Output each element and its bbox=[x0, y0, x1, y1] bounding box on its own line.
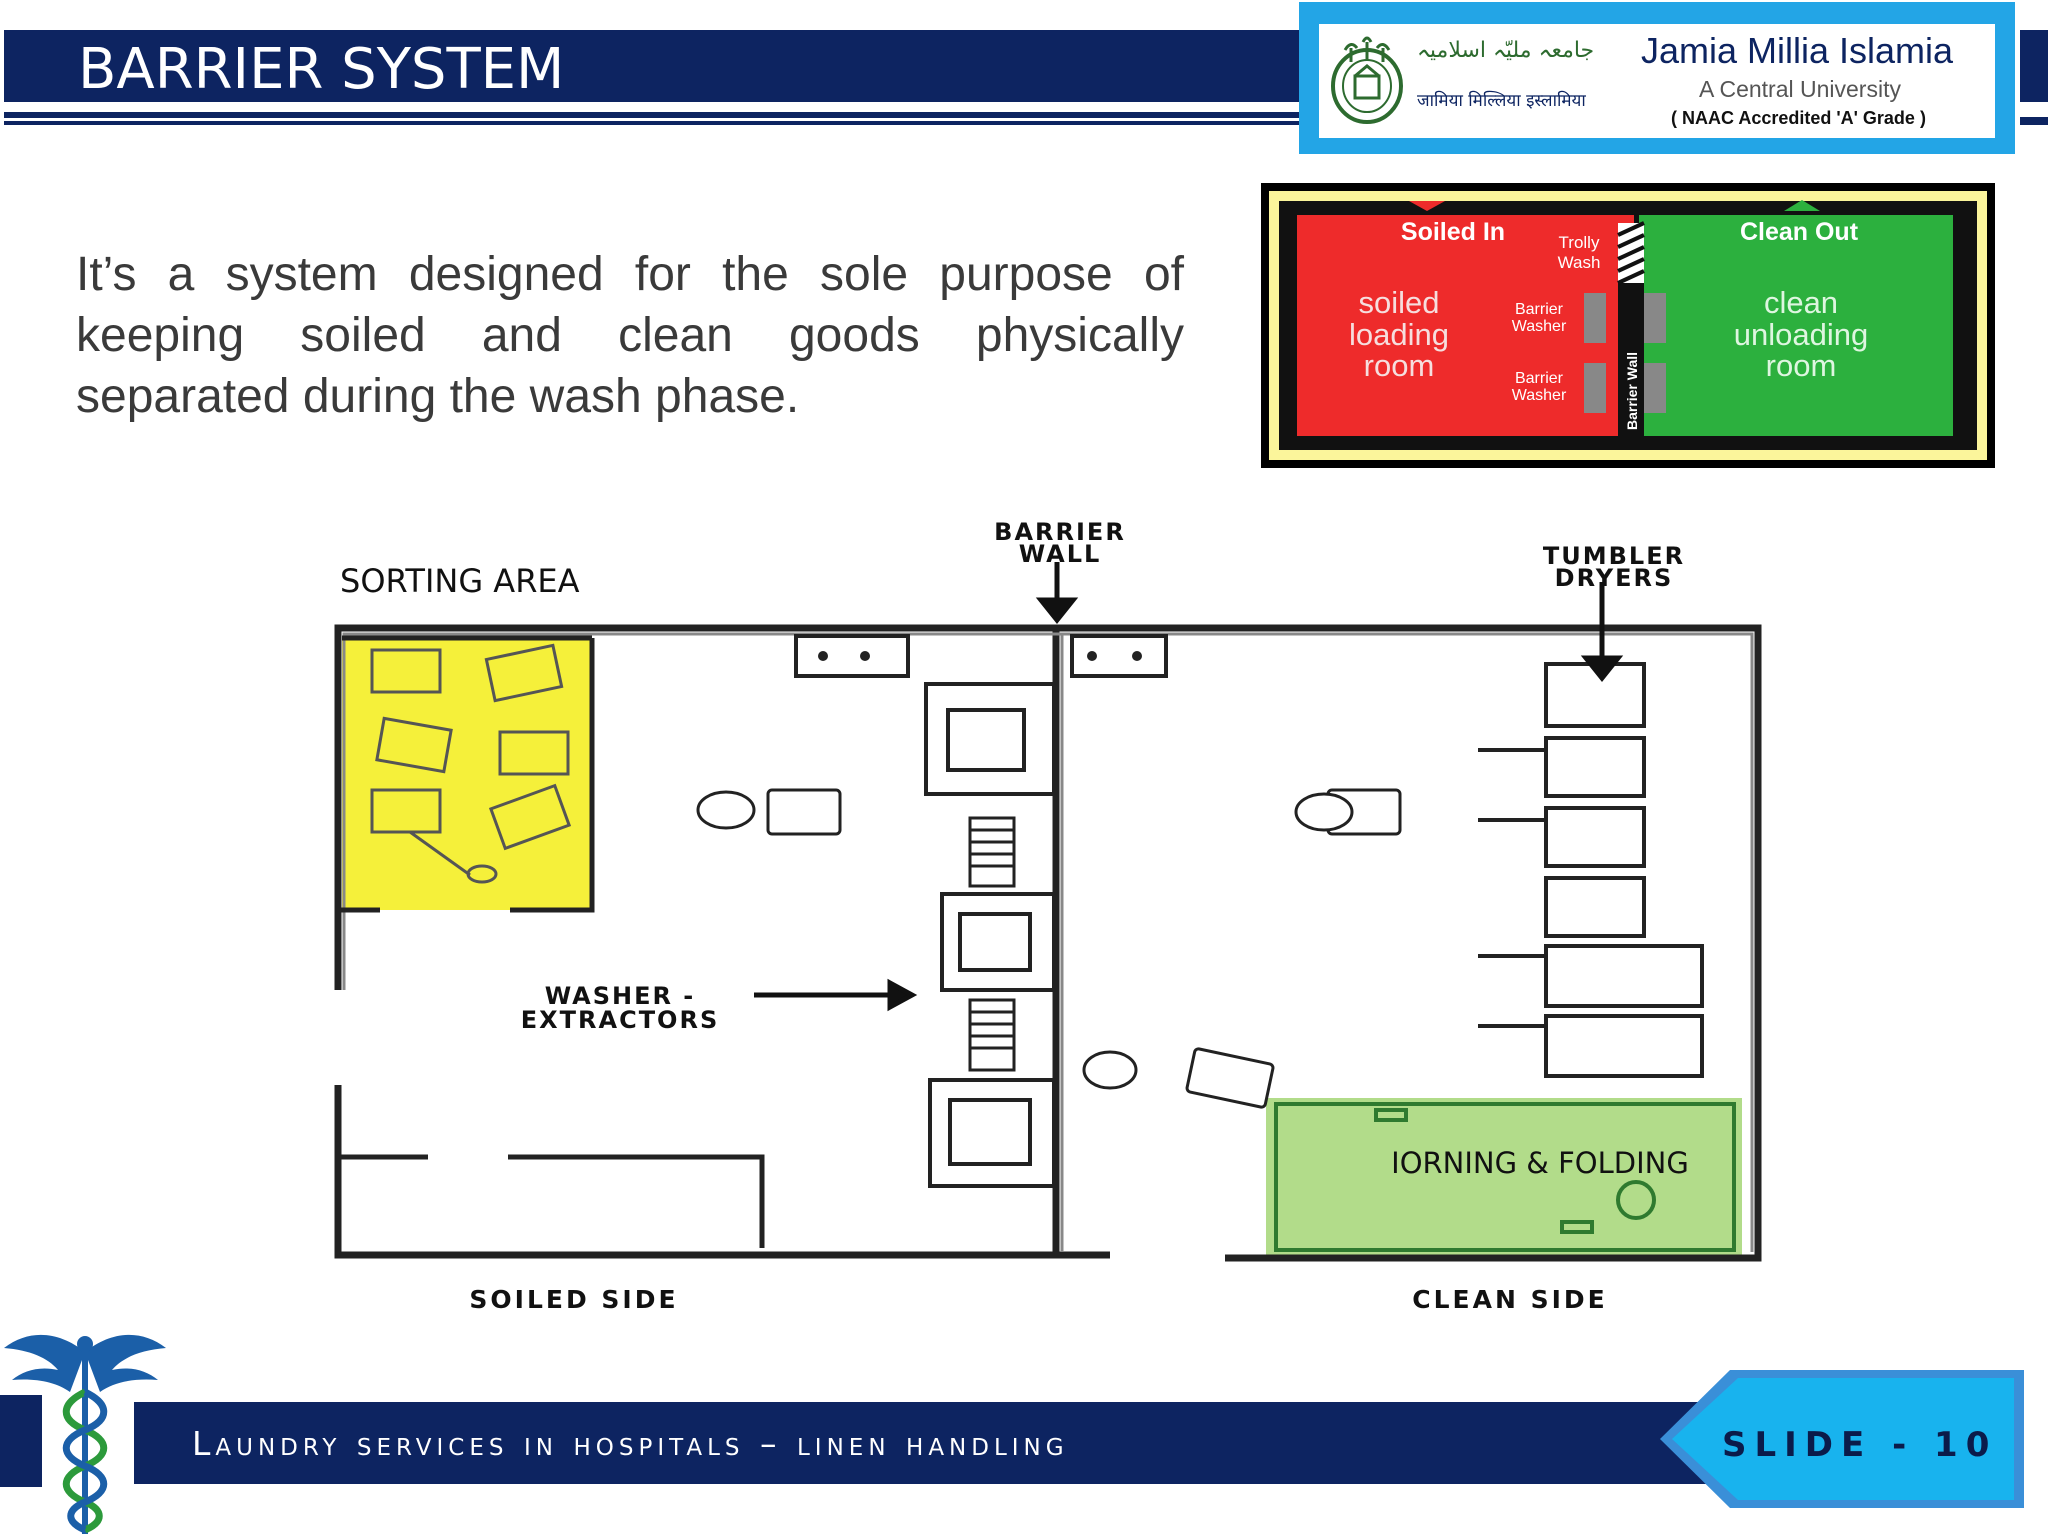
washer-extractors-label-2: EXTRACTORS bbox=[521, 1006, 719, 1034]
footer-left-bar bbox=[0, 1395, 42, 1487]
clean-room-line-1: clean bbox=[1764, 285, 1838, 320]
barrier-washer-1-line-2: Washer bbox=[1512, 318, 1567, 335]
ironing-folding-zone bbox=[1266, 1098, 1742, 1260]
title-bar bbox=[4, 30, 1299, 102]
title-rule-right bbox=[2020, 117, 2048, 125]
soiled-side-label: SOILED SIDE bbox=[469, 1285, 678, 1314]
tumbler-dryers-label-2: DRYERS bbox=[1555, 564, 1674, 592]
logo-university-name: Jamia Millia Islamia bbox=[1641, 30, 1954, 71]
ironing-folding-label: IORNING & FOLDING bbox=[1391, 1146, 1689, 1180]
slide-number: SLIDE - 10 bbox=[1722, 1425, 1998, 1465]
barrier-mini-diagram: Soiled In Clean Out soiled loading room … bbox=[1261, 183, 1995, 468]
trolly-wash-line-1: Trolly bbox=[1559, 233, 1600, 252]
barrier-washer-1-line-1: Barrier bbox=[1515, 301, 1564, 318]
university-seal-icon bbox=[1331, 36, 1403, 124]
sorting-area-label: SORTING AREA bbox=[340, 562, 580, 600]
barrier-washer-2-line-1: Barrier bbox=[1515, 370, 1564, 387]
washer-extractors-label-1: WASHER - bbox=[545, 982, 696, 1010]
logo-subtitle: A Central University bbox=[1699, 76, 1901, 102]
title-rule bbox=[4, 112, 1300, 118]
barrier-wall-label-1: BARRIER bbox=[994, 518, 1126, 546]
barrier-wall-label: Barrier Wall bbox=[1624, 352, 1640, 430]
soiled-room-line-3: room bbox=[1364, 348, 1435, 383]
clean-side-label: CLEAN SIDE bbox=[1412, 1285, 1607, 1314]
soiled-room-line-1: soiled bbox=[1359, 285, 1440, 320]
barrier-washer-2-line-2: Washer bbox=[1512, 387, 1567, 404]
university-logo: جامعہ ملیّہ اسلامیہ जामिया मिल्लिया इस्ल… bbox=[1319, 24, 1995, 138]
trolly-wash-line-2: Wash bbox=[1558, 253, 1601, 272]
footer-title: Laundry services in hospitals – linen ha… bbox=[192, 1424, 1069, 1463]
clean-room-line-2: unloading bbox=[1734, 317, 1868, 352]
slide-number-badge bbox=[1660, 1370, 2024, 1508]
clean-out-label: Clean Out bbox=[1740, 218, 1859, 246]
floor-plan: SORTING AREA BARRIER WALL TUMBLER DRYERS… bbox=[320, 500, 1770, 1340]
soiled-in-label: Soiled In bbox=[1401, 218, 1505, 246]
footer-bar bbox=[134, 1402, 1754, 1484]
logo-grade: ( NAAC Accredited 'A' Grade ) bbox=[1671, 108, 1926, 128]
soiled-room-area bbox=[1297, 215, 1634, 436]
logo-hindi-name: जामिया मिल्लिया इस्लामिया bbox=[1417, 91, 1586, 111]
barrier-wall-label-2: WALL bbox=[1019, 540, 1102, 568]
clean-room-line-3: room bbox=[1766, 348, 1837, 383]
intro-paragraph: It’s a system designed for the sole purp… bbox=[76, 248, 1184, 423]
title-bar-right bbox=[2020, 30, 2048, 102]
logo-urdu-name: جامعہ ملیّہ اسلامیہ bbox=[1417, 38, 1595, 63]
title-rule-thin bbox=[4, 121, 1300, 125]
clean-room-area bbox=[1639, 215, 1953, 436]
slide-title: BARRIER SYSTEM bbox=[78, 37, 565, 102]
soiled-room-line-2: loading bbox=[1349, 317, 1449, 352]
tumbler-dryers-label-1: TUMBLER bbox=[1543, 542, 1685, 570]
caduceus-icon bbox=[4, 1334, 166, 1534]
